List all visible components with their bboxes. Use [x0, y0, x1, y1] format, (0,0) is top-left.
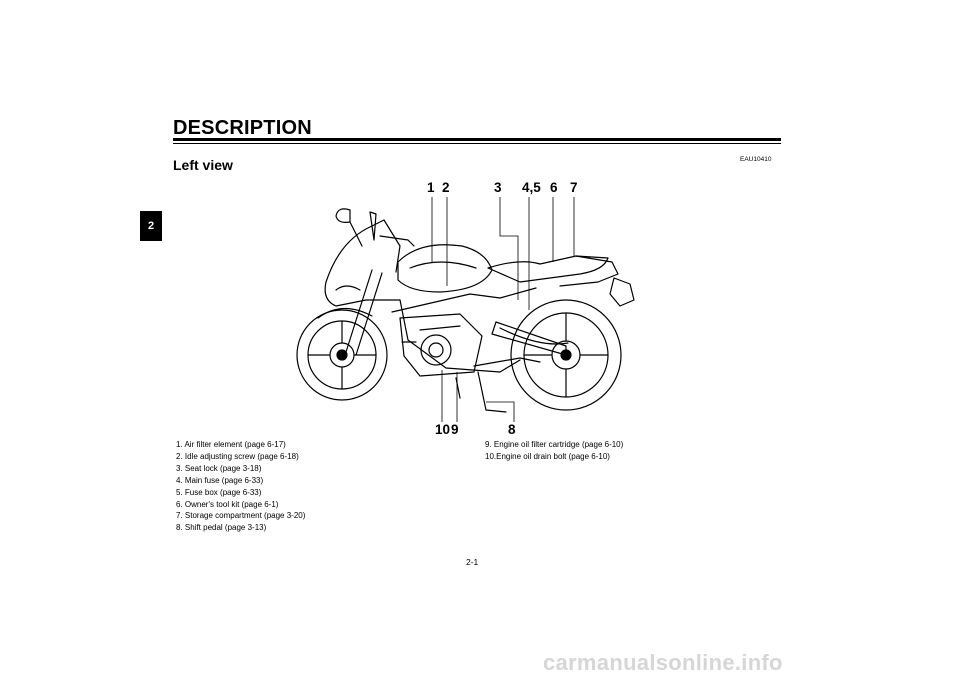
callout-2: 2 — [442, 180, 450, 195]
legend-item: 5. Fuse box (page 6-33) — [176, 487, 262, 497]
legend-item: 10.Engine oil drain bolt (page 6-10) — [485, 451, 610, 461]
motorcycle-illustration — [296, 197, 635, 422]
section-title: Left view — [173, 157, 233, 173]
title-rule-thick — [173, 138, 781, 141]
callout-1: 1 — [427, 180, 435, 195]
title-rule-thin — [173, 143, 781, 144]
callout-4-5: 4,5 — [522, 180, 541, 195]
legend-item: 1. Air filter element (page 6-17) — [176, 440, 286, 449]
legend-right: 9. Engine oil filter cartridge (page 6-1… — [485, 439, 623, 463]
page-number: 2-1 — [466, 557, 479, 567]
chapter-tab: 2 — [140, 211, 162, 241]
callout-9: 9 — [451, 422, 459, 437]
callout-7: 7 — [570, 180, 578, 195]
callout-6: 6 — [550, 180, 558, 195]
legend-item: 7. Storage compartment (page 3-20) — [176, 511, 306, 521]
section-code: EAU10410 — [740, 156, 772, 163]
legend-item: 2. Idle adjusting screw (page 6-18) — [176, 451, 299, 461]
callout-3: 3 — [494, 180, 502, 195]
page-title: DESCRIPTION — [173, 117, 312, 139]
legend-item: 4. Main fuse (page 6-33) — [176, 475, 264, 485]
callout-8: 8 — [508, 422, 516, 437]
watermark: carmanualsonline.info — [543, 650, 783, 675]
callout-10: 10 — [435, 422, 451, 437]
legend-item: 9. Engine oil filter cartridge (page 6-1… — [485, 440, 624, 449]
legend-item: 6. Owner's tool kit (page 6-1) — [176, 499, 279, 509]
legend-item: 3. Seat lock (page 3-18) — [176, 463, 262, 473]
legend-left: 1. Air filter element (page 6-17) 2. Idl… — [176, 439, 305, 534]
legend-item: 8. Shift pedal (page 3-13) — [176, 523, 267, 533]
